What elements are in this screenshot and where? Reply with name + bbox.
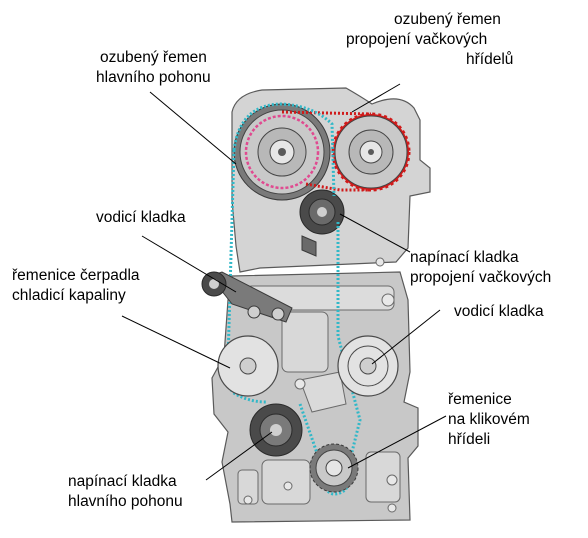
main-tensioner-pulley (249, 403, 303, 457)
label-line: napínací kladka (68, 473, 177, 490)
label-crankshaft-pulley: řemenice na klikovém hřídeli (448, 391, 534, 448)
water-pump-pulley (217, 335, 279, 397)
leader-lines (121, 83, 447, 481)
label-line: ozubený řemen (100, 49, 207, 66)
crankshaft-pulley (309, 443, 359, 493)
label-line: hřídeli (448, 431, 490, 448)
label-upper-guide-pulley: vodicí kladka (96, 209, 186, 226)
intake-cam-pulley (233, 103, 331, 201)
idler-bracket (201, 271, 293, 323)
label-main-belt: ozubený řemen hlavního pohonu (96, 49, 211, 86)
label-line: řemenice čerpadla (12, 267, 140, 284)
label-line: vodicí kladka (96, 209, 186, 226)
label-line: hřídelů (466, 51, 513, 68)
label-line: hlavního pohonu (96, 69, 211, 86)
lower-guide-pulley (337, 335, 399, 397)
exhaust-cam-pulley (331, 112, 411, 192)
label-line: řemenice (448, 391, 512, 408)
main-drive-belt (226, 102, 362, 496)
label-line: na klikovém (448, 411, 530, 428)
label-line: hlavního pohonu (68, 493, 183, 510)
label-line: napínací kladka (410, 249, 519, 266)
cam-link-belt (281, 110, 372, 192)
label-line: vodicí kladka (454, 303, 544, 320)
label-cam-link-belt: ozubený řemen propojení vačkových hřídel… (346, 11, 513, 68)
cam-tensioner-pulley (299, 189, 345, 257)
label-lower-guide-pulley: vodicí kladka (454, 303, 544, 320)
label-line: propojení vačkových (410, 269, 551, 286)
label-line: chladicí kapaliny (12, 287, 126, 304)
label-main-tensioner: napínací kladka hlavního pohonu (68, 473, 183, 510)
label-line: ozubený řemen (394, 11, 501, 28)
label-line: propojení vačkových (346, 31, 487, 48)
label-water-pump-pulley: řemenice čerpadla chladicí kapaliny (12, 267, 144, 304)
label-cam-tensioner: napínací kladka propojení vačkových (410, 249, 551, 286)
